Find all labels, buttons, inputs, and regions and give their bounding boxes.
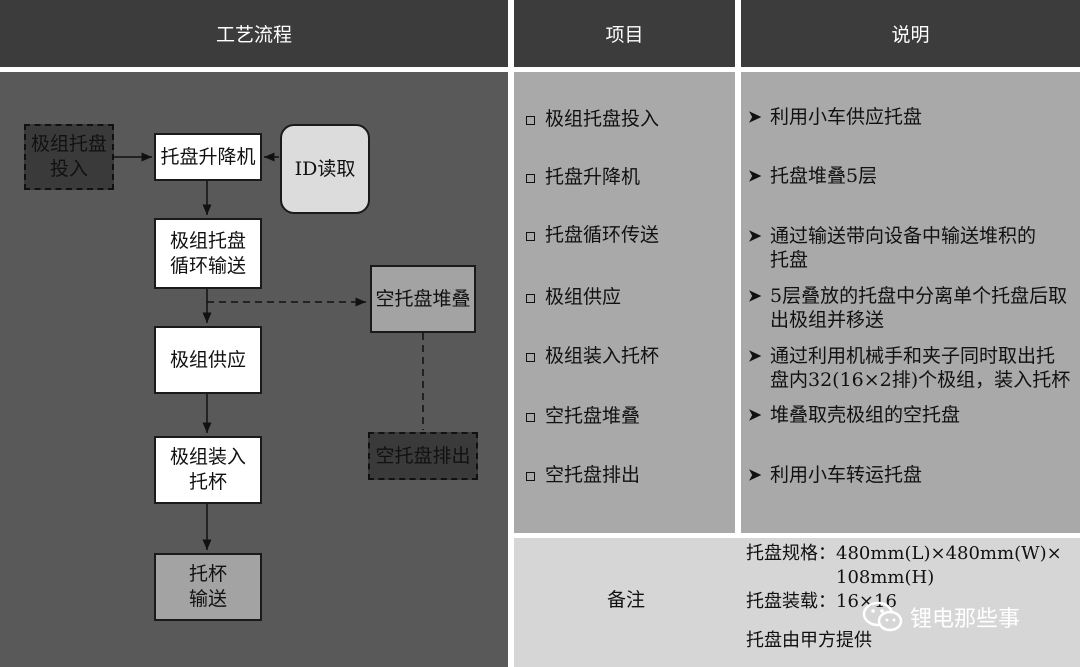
node-tray-circulate: 极组托盘 循环输送: [154, 218, 262, 289]
chevron-right-icon: ➤: [748, 286, 762, 305]
header-flow-label: 工艺流程: [215, 24, 292, 46]
node-tray-input-label: 极组托盘 投入: [30, 133, 107, 180]
node-tray-lifter-label: 托盘升降机: [160, 145, 256, 168]
header-desc-label: 说明: [891, 24, 930, 46]
node-id-read-label: ID读取: [294, 157, 356, 180]
header-item: 项目: [514, 0, 735, 67]
node-cell-supply: 极组供应: [154, 326, 262, 394]
note-load: 托盘装载：16×16: [746, 591, 897, 612]
chevron-right-icon: ➤: [748, 107, 762, 126]
note-row: [514, 538, 1080, 667]
watermark: 锂电那些事: [862, 600, 1020, 634]
square-bullet-icon: [526, 413, 535, 422]
header-desc: 说明: [741, 0, 1080, 67]
node-cup-convey: 托杯 输送: [154, 553, 262, 621]
desc-text: 堆叠取壳极组的空托盘: [770, 404, 961, 426]
list-item: 极组供应: [526, 285, 621, 309]
node-empty-stack: 空托盘堆叠: [370, 265, 476, 333]
list-item: 极组托盘投入: [526, 107, 659, 131]
node-empty-out-label: 空托盘排出: [375, 444, 471, 467]
desc-text: 通过输送带向设备中输送堆积的 托盘: [770, 225, 1037, 271]
square-bullet-icon: [526, 472, 535, 481]
note-provider: 托盘由甲方提供: [746, 630, 872, 651]
watermark-text: 锂电那些事: [910, 607, 1021, 632]
square-bullet-icon: [526, 294, 535, 303]
wechat-icon: [862, 601, 903, 632]
desc-text: 通过利用机械手和夹子同时取出托 盘内32(16×2排)个极组，装入托杯: [770, 345, 1071, 391]
item-label: 极组托盘投入: [545, 108, 660, 130]
list-item: 空托盘排出: [526, 463, 640, 487]
item-label: 极组供应: [545, 286, 622, 308]
desc-text: 5层叠放的托盘中分离单个托盘后取 出极组并移送: [770, 285, 1068, 331]
list-item: 托盘循环传送: [526, 223, 659, 247]
desc-text: 利用小车供应托盘: [770, 106, 923, 128]
flow-panel: 极组托盘 投入 托盘升降机 ID读取 极组托盘 循环输送 空托盘堆叠 极组供应 …: [0, 72, 508, 667]
desc-item: ➤ 5层叠放的托盘中分离单个托盘后取 出极组并移送: [748, 284, 1076, 332]
node-tray-input: 极组托盘 投入: [24, 124, 114, 190]
note-label: 备注: [607, 589, 646, 611]
node-tray-lifter: 托盘升降机: [154, 133, 262, 181]
desc-text: 托盘堆叠5层: [770, 165, 878, 187]
chevron-right-icon: ➤: [748, 226, 762, 245]
header-item-label: 项目: [605, 24, 644, 46]
square-bullet-icon: [526, 353, 535, 362]
chevron-right-icon: ➤: [748, 405, 762, 424]
node-cell-supply-label: 极组供应: [169, 348, 246, 371]
item-label: 托盘升降机: [545, 166, 641, 188]
chevron-right-icon: ➤: [748, 346, 762, 365]
chevron-right-icon: ➤: [748, 166, 762, 185]
node-empty-out: 空托盘排出: [368, 432, 478, 480]
node-load-cup: 极组装入 托杯: [154, 436, 262, 504]
square-bullet-icon: [526, 116, 535, 125]
square-bullet-icon: [526, 174, 535, 183]
square-bullet-icon: [526, 232, 535, 241]
list-item: 极组装入托杯: [526, 344, 659, 368]
item-label: 空托盘堆叠: [545, 405, 641, 427]
desc-item: ➤ 堆叠取壳极组的空托盘: [748, 403, 1076, 427]
desc-text: 利用小车转运托盘: [770, 464, 923, 486]
item-label: 托盘循环传送: [545, 224, 660, 246]
node-tray-circulate-label: 极组托盘 循环输送: [169, 229, 246, 277]
desc-item: ➤ 利用小车供应托盘: [748, 105, 1076, 129]
note-spec: 托盘规格：480mm(L)×480mm(W)× 108mm(H): [746, 543, 1062, 588]
header-flow: 工艺流程: [0, 0, 508, 67]
node-id-read: ID读取: [280, 124, 370, 214]
list-item: 空托盘堆叠: [526, 404, 640, 428]
flow-connectors: [114, 152, 424, 550]
chevron-right-icon: ➤: [748, 465, 762, 484]
desc-item: ➤ 托盘堆叠5层: [748, 164, 1076, 188]
node-cup-convey-label: 托杯 输送: [188, 563, 227, 610]
list-item: 托盘升降机: [526, 165, 640, 189]
desc-column: [741, 72, 1080, 533]
node-load-cup-label: 极组装入 托杯: [169, 446, 246, 493]
item-column: [514, 72, 735, 533]
node-empty-stack-label: 空托盘堆叠: [375, 287, 471, 310]
desc-item: ➤ 通过利用机械手和夹子同时取出托 盘内32(16×2排)个极组，装入托杯: [748, 344, 1076, 392]
desc-item: ➤ 利用小车转运托盘: [748, 463, 1076, 487]
item-label: 空托盘排出: [545, 464, 641, 486]
item-label: 极组装入托杯: [545, 345, 660, 367]
desc-item: ➤ 通过输送带向设备中输送堆积的 托盘: [748, 224, 1076, 272]
